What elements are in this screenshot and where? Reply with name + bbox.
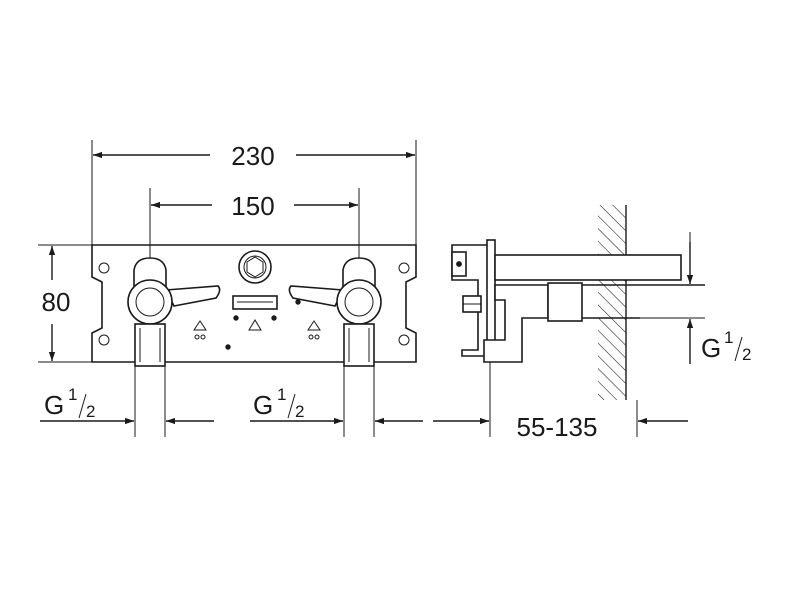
dim-depth: 55-135 xyxy=(433,362,688,442)
left-valve xyxy=(127,257,221,367)
side-spout xyxy=(494,254,682,281)
plate-hole xyxy=(398,262,410,274)
dim-thread-right: G 1 2 xyxy=(250,385,423,425)
thread-side-letter: G xyxy=(701,333,721,363)
marker-dot xyxy=(233,315,239,321)
dim-overall-width: 230 xyxy=(91,140,417,245)
thread-right-denominator: 2 xyxy=(295,402,304,421)
marker-dot xyxy=(225,344,231,350)
dim-thread-side: G 1 2 xyxy=(640,242,751,364)
width-overall-label: 230 xyxy=(231,141,274,171)
marker-dot xyxy=(295,299,301,305)
right-valve-lever xyxy=(288,285,345,307)
triangle-icon xyxy=(193,320,207,331)
right-valve xyxy=(288,257,382,367)
left-valve-lever xyxy=(164,285,221,307)
marker-dot xyxy=(194,334,200,340)
plate-hole xyxy=(98,262,110,274)
thread-right-numerator: 1 xyxy=(277,385,286,404)
plate-hole xyxy=(98,334,110,346)
thread-left-denominator: 2 xyxy=(86,402,95,421)
plate-hole xyxy=(398,334,410,346)
triangle-icon xyxy=(248,319,262,331)
thread-left-numerator: 1 xyxy=(68,385,77,404)
front-view xyxy=(91,244,417,437)
dim-thread-left: G 1 2 xyxy=(40,385,214,425)
height-label: 80 xyxy=(42,287,71,317)
dim-height: 80 xyxy=(38,244,92,363)
side-view xyxy=(451,205,705,400)
thread-right-letter: G xyxy=(253,390,273,420)
thread-side-denominator: 2 xyxy=(742,345,751,364)
center-nut xyxy=(238,250,272,284)
marker-dot xyxy=(200,334,206,340)
thread-left-letter: G xyxy=(44,390,64,420)
side-sleeve xyxy=(547,282,583,322)
dim-center-width: 150 xyxy=(149,188,360,258)
side-rail xyxy=(486,239,496,357)
marker-dot xyxy=(271,315,277,321)
width-centers-label: 150 xyxy=(231,191,274,221)
marker-dot xyxy=(314,334,320,340)
wall-hatch xyxy=(598,205,626,400)
triangle-icon xyxy=(307,320,321,331)
depth-range-label: 55-135 xyxy=(517,412,598,442)
thread-side-numerator: 1 xyxy=(724,328,733,347)
marker-dot xyxy=(308,334,314,340)
